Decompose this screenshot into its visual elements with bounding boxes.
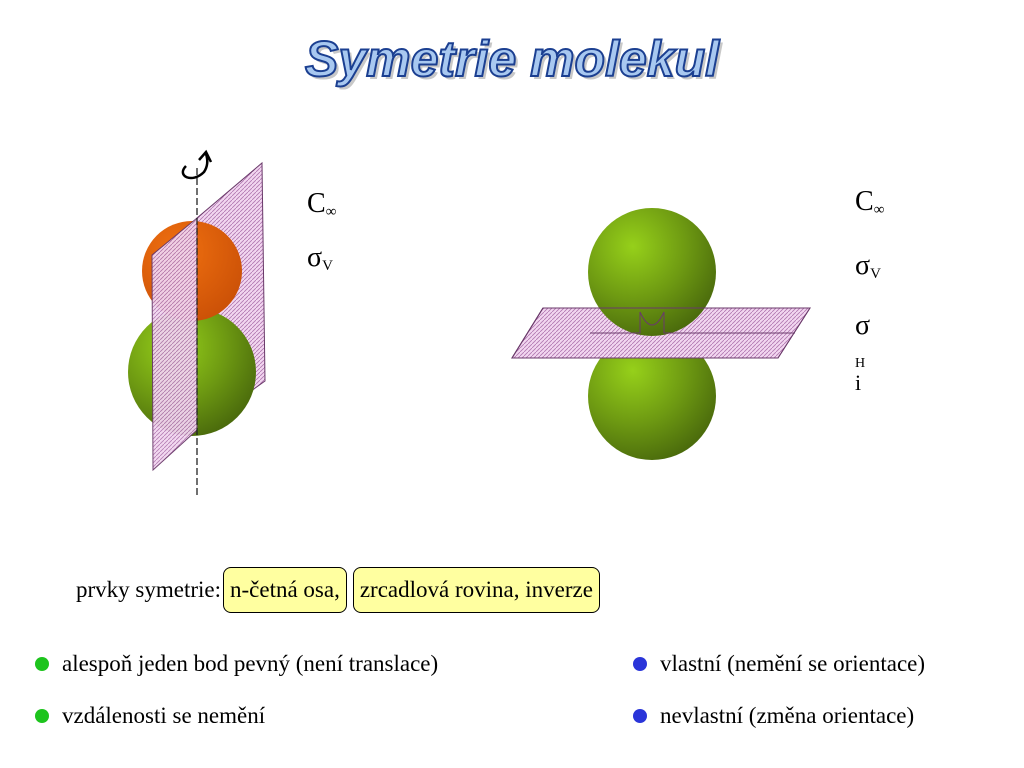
- sigma-symbol: σ: [855, 250, 871, 281]
- right-molecule: [511, 208, 811, 460]
- bullet-fixed-point: alespoň jeden bod pevný (není translace): [35, 651, 438, 677]
- green-bullet-icon: [35, 709, 49, 723]
- c-symbol: C: [855, 186, 874, 217]
- green-bullet-icon: [35, 657, 49, 671]
- left-mirror-plane-front: [151, 216, 198, 472]
- blue-bullet-icon: [633, 657, 647, 671]
- rotation-arrow-icon: [181, 153, 209, 180]
- bullet-text: alespoň jeden bod pevný (není translace): [62, 651, 439, 676]
- left-c-infinity-label: C∞: [307, 190, 336, 220]
- green-atom-lower: [588, 332, 716, 460]
- v-subscript: V: [322, 258, 333, 274]
- right-inversion-label: i: [855, 370, 862, 395]
- symmetry-elements-row: prvky symetrie: n-četná osa, zrcadlová r…: [76, 564, 606, 616]
- c-symbol: C: [307, 188, 326, 219]
- sigma-symbol: σ: [855, 310, 871, 341]
- blue-bullet-icon: [633, 709, 647, 723]
- bullet-text: vzdálenosti se nemění: [62, 703, 266, 728]
- sigma-symbol: σ: [307, 242, 323, 273]
- bullet-text: vlastní (nemění se orientace): [660, 651, 926, 676]
- right-sigma-v-label: σV: [855, 252, 881, 282]
- symmetry-elements-label: prvky symetrie:: [76, 577, 221, 602]
- bullet-text: nevlastní (změna orientace): [660, 703, 915, 728]
- infinity-subscript: ∞: [873, 202, 885, 218]
- bullet-improper: nevlastní (změna orientace): [633, 703, 914, 729]
- bullet-distances: vzdálenosti se nemění: [35, 703, 265, 729]
- left-molecule: [128, 149, 266, 495]
- mirror-inversion-box: zrcadlová rovina, inverze: [352, 567, 600, 613]
- rotation-axis-box: n-četná osa,: [223, 567, 347, 613]
- green-atom-upper: [588, 208, 716, 336]
- right-h-subscript: H: [855, 356, 866, 371]
- right-sigma-h-label: σ: [855, 312, 870, 340]
- infinity-subscript: ∞: [325, 204, 337, 220]
- right-c-infinity-label: C∞: [855, 188, 884, 218]
- bullet-proper: vlastní (nemění se orientace): [633, 651, 925, 677]
- left-sigma-v-label: σV: [307, 244, 333, 274]
- v-subscript: V: [870, 266, 881, 282]
- slide-title: Symetrie molekul: [304, 30, 720, 88]
